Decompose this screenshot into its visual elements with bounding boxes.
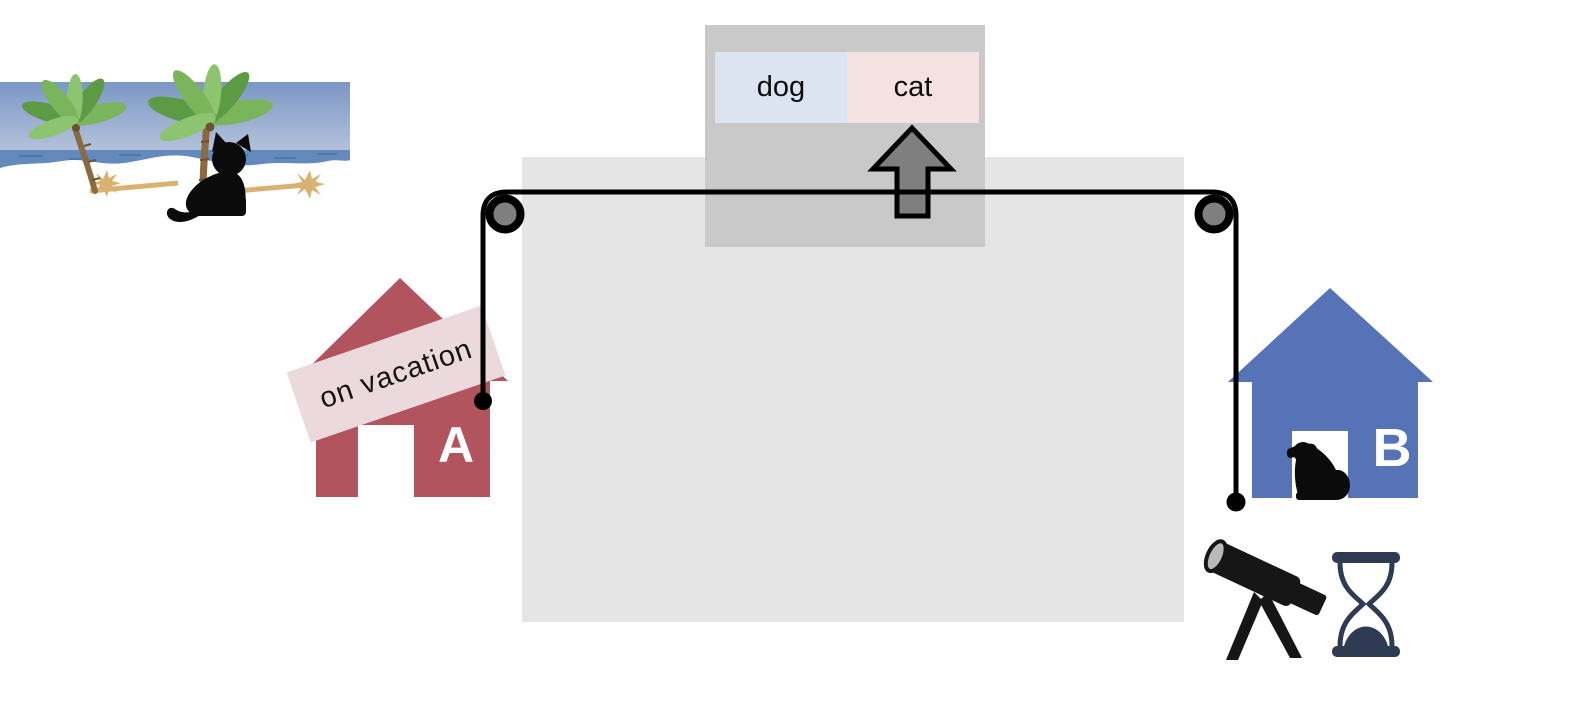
cat-silhouette	[166, 132, 251, 222]
house-b: B	[1228, 288, 1433, 500]
telescope-icon	[1203, 539, 1327, 660]
palm-trunk-rings	[83, 140, 210, 181]
beach-sky	[0, 82, 350, 154]
sand-stars	[91, 170, 325, 199]
vacation-sign: on vacation	[286, 305, 506, 443]
pulley-right	[1194, 194, 1234, 234]
classifier-panel: dog cat	[705, 25, 985, 247]
dog-label: dog	[715, 52, 847, 123]
palm-shadows	[89, 180, 319, 197]
dog-silhouette	[1286, 442, 1350, 500]
beach-sea	[0, 150, 350, 170]
house-b-door	[1292, 431, 1348, 498]
beach-scene	[0, 64, 350, 222]
house-a-door	[358, 425, 414, 497]
pulley-left	[485, 194, 525, 234]
house-b-roof	[1228, 288, 1433, 382]
palm-trunks	[71, 118, 211, 198]
house-a-letter: A	[438, 417, 474, 473]
sea-waves	[19, 153, 337, 160]
cat-label: cat	[847, 52, 979, 123]
beach-shore	[0, 155, 350, 178]
house-b-body	[1252, 381, 1418, 498]
rope-end-a	[474, 392, 492, 410]
classifier-label-row: dog cat	[715, 52, 979, 123]
palm-leaves-left	[21, 74, 127, 140]
palm-leaves-right	[148, 64, 273, 141]
hourglass-icon	[1332, 552, 1400, 657]
rope-end-b	[1226, 492, 1246, 512]
house-b-letter: B	[1373, 418, 1412, 478]
